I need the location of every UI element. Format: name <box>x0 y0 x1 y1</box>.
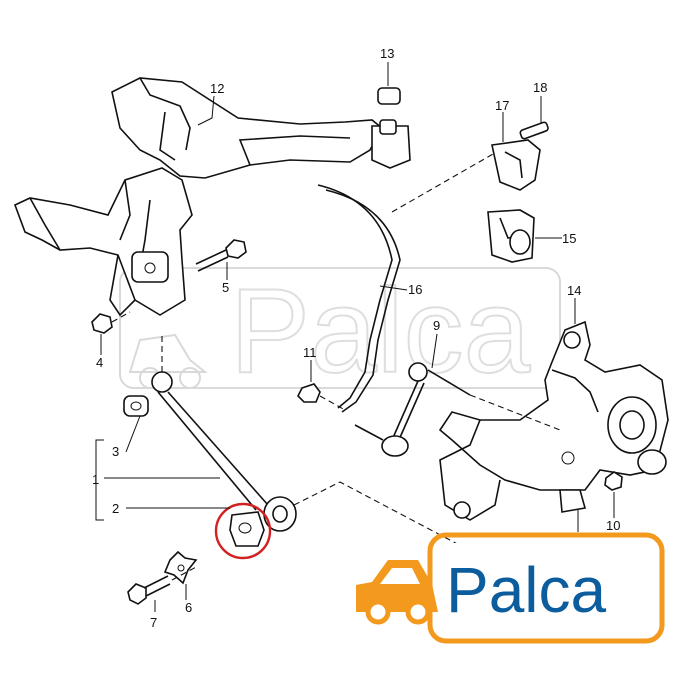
bolt-10 <box>604 471 623 491</box>
bolt-5 <box>195 239 247 272</box>
clamp-17 <box>491 121 549 191</box>
callout-3: 3 <box>112 444 119 459</box>
nut-4 <box>91 311 131 334</box>
leader-lines <box>95 62 615 612</box>
transverse-link-1 <box>151 335 466 549</box>
callout-12: 12 <box>210 81 224 96</box>
bolt-7 <box>127 565 199 605</box>
stabilizer-bar-16 <box>317 149 501 413</box>
plate-6 <box>163 550 198 585</box>
subframe-12 <box>13 77 384 317</box>
highlight-circle <box>214 502 272 560</box>
rubber-mount-13 <box>371 87 411 169</box>
logo-text: Palca <box>446 554 607 626</box>
coupling-rod-9 <box>354 362 561 457</box>
callout-1: 1 <box>92 472 99 487</box>
callout-13: 13 <box>380 46 394 61</box>
callout-4: 4 <box>96 355 103 370</box>
callout-6: 6 <box>185 600 192 615</box>
callout-7: 7 <box>150 615 157 630</box>
callout-18: 18 <box>533 80 547 95</box>
callout-15: 15 <box>562 231 576 246</box>
callout-9: 9 <box>433 318 440 333</box>
callout-2: 2 <box>112 501 119 516</box>
callout-5: 5 <box>222 280 229 295</box>
callout-11: 11 <box>303 345 317 360</box>
bush-2 <box>229 511 265 547</box>
brand-logo: Palca <box>356 532 665 644</box>
callout-17: 17 <box>495 98 509 113</box>
callout-10: 10 <box>606 518 620 533</box>
wheel-carrier-14 <box>438 320 669 521</box>
nut-11 <box>297 383 346 411</box>
car-icon <box>356 560 438 625</box>
callout-14: 14 <box>567 283 581 298</box>
watermark: Palca <box>119 263 561 399</box>
bush-3 <box>123 395 149 417</box>
bush-15 <box>487 209 535 263</box>
callout-16: 16 <box>408 282 422 297</box>
